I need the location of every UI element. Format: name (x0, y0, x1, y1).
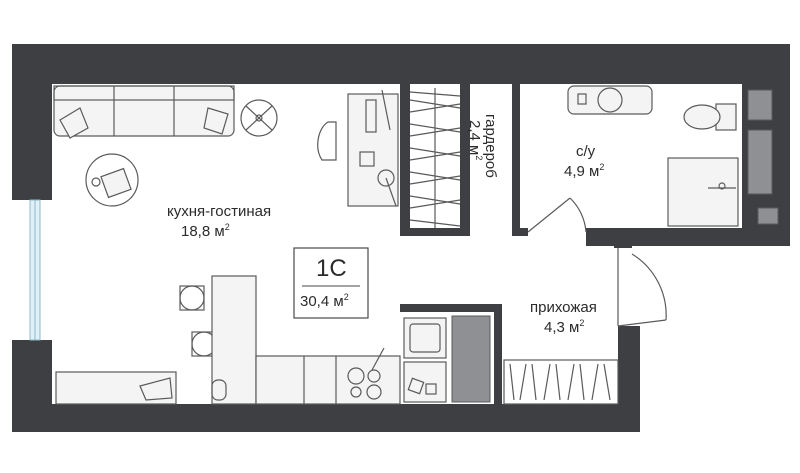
apartment-total-area: 30,4 м2 (300, 292, 349, 310)
wall-kitchen-divider (400, 304, 500, 312)
kitchen-counter (255, 347, 401, 405)
label-bath-area: 4,9 м2 (564, 162, 604, 180)
high-chair (211, 379, 227, 401)
apartment-type: 1С (316, 255, 347, 282)
dining-chairs (179, 285, 217, 357)
bath-panel-3 (757, 207, 779, 225)
wall-wardrobe-bottom (400, 228, 470, 236)
wall-wardrobe-left (400, 84, 410, 236)
label-wardrobe-area-group: 2,4 м2 (466, 120, 484, 160)
wall-bath-stub (512, 228, 528, 236)
wall-kitchen-divider-v (494, 304, 502, 404)
sofa (53, 85, 235, 139)
wardrobe-hangers (409, 88, 461, 228)
label-living-name: кухня-гостиная (167, 203, 271, 220)
hall-shoe-rack (503, 359, 619, 405)
rug (85, 153, 139, 207)
fridge-sink (403, 315, 491, 403)
wall-wardrobe-right (460, 84, 470, 236)
desk-chair (317, 121, 337, 161)
bath-door (527, 197, 587, 233)
wall-bath-bottom (586, 228, 790, 246)
label-hall-name: прихожая (530, 299, 597, 316)
label-wardrobe: гардероб (482, 114, 499, 178)
toilet (683, 103, 737, 131)
bath-panel-1 (747, 89, 773, 121)
wall-hall-right (618, 326, 640, 432)
label-hall-area: 4,3 м2 (544, 318, 584, 336)
wall-bath-left (512, 84, 520, 236)
label-wardrobe-name: гардероб (482, 114, 499, 178)
entrance-door (617, 248, 667, 327)
wall-left-lower (12, 340, 52, 420)
apartment-type-box (293, 247, 369, 319)
desk (347, 89, 399, 207)
side-chair (240, 99, 278, 137)
wall-bottom (12, 404, 640, 432)
wall-left-upper (12, 44, 52, 200)
bath-panel-2 (747, 129, 773, 195)
label-wardrobe-area: 2,4 м2 (466, 120, 484, 160)
shower (667, 157, 739, 227)
label-bath-name: с/у (576, 143, 596, 160)
wall-top (12, 44, 742, 84)
walls (12, 44, 790, 432)
wall-bath-pillar (614, 228, 632, 248)
label-living-area: 18,8 м2 (181, 222, 230, 240)
armchair-bottom (55, 371, 177, 405)
bar-counter (211, 275, 257, 405)
bath-sink (567, 85, 653, 115)
